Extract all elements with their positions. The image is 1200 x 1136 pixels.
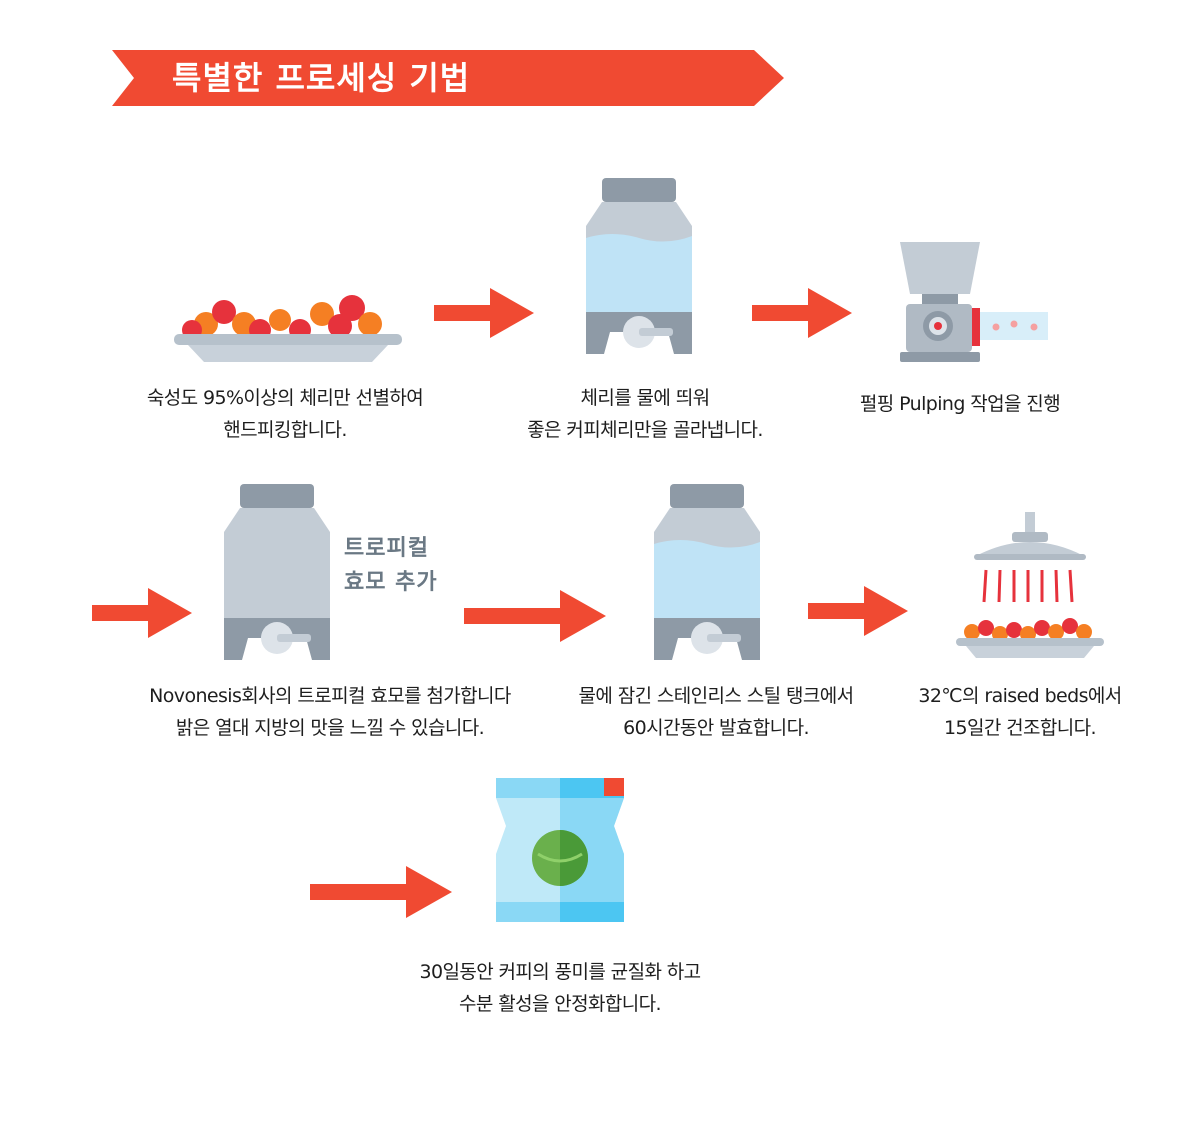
arrow-right-icon [92, 588, 192, 638]
step-2-caption: 체리를 물에 띄워 좋은 커피체리만을 골라냅니다. [480, 382, 810, 446]
step-1-caption: 숙성도 95%이상의 체리만 선별하여 핸드피킹합니다. [110, 382, 460, 446]
caption-line: 숙성도 95%이상의 체리만 선별하여 [146, 387, 424, 409]
drying-bed-icon [956, 512, 1104, 658]
caption-line: Novonesis회사의 트로피컬 효모를 첨가합니다 [149, 685, 511, 707]
caption-line: 펄핑 Pulping 작업을 진행 [859, 393, 1061, 415]
side-label-line: 효모 추가 [344, 570, 438, 595]
steel-tank-icon [654, 484, 760, 660]
empty-tank-icon [224, 484, 330, 660]
caption-line: 32℃의 raised beds에서 [918, 685, 1122, 707]
caption-line: 60시간동안 발효합니다. [623, 717, 809, 739]
arrow-right-icon [808, 586, 908, 636]
water-tank-icon [586, 178, 692, 354]
pulper-machine-icon [900, 242, 1048, 362]
caption-line: 체리를 물에 띄워 [580, 387, 710, 409]
cherry-tray-icon [174, 295, 402, 362]
caption-line: 30일동안 커피의 풍미를 균질화 하고 [419, 961, 701, 983]
coffee-bag-icon [496, 778, 624, 922]
step-5-caption: 물에 잠긴 스테인리스 스틸 탱크에서 60시간동안 발효합니다. [548, 680, 884, 744]
arrow-right-icon [310, 866, 452, 918]
side-label-line: 트로피컬 [344, 536, 429, 561]
step-6-caption: 32℃의 raised beds에서 15일간 건조합니다. [900, 680, 1140, 744]
yeast-added-label: 트로피컬 효모 추가 [344, 532, 438, 600]
arrow-right-icon [752, 288, 852, 338]
caption-line: 밝은 열대 지방의 맛을 느낄 수 있습니다. [175, 717, 485, 739]
step-4-caption: Novonesis회사의 트로피컬 효모를 첨가합니다 밝은 열대 지방의 맛을… [110, 680, 550, 744]
caption-line: 핸드피킹합니다. [223, 419, 347, 441]
arrow-right-icon [434, 288, 534, 338]
page-title: 특별한 프로세싱 기법 [172, 59, 471, 97]
banner-ribbon-shape [112, 50, 784, 106]
step-3-caption: 펄핑 Pulping 작업을 진행 [820, 388, 1100, 420]
caption-line: 물에 잠긴 스테인리스 스틸 탱크에서 [578, 685, 855, 707]
caption-line: 좋은 커피체리만을 골라냅니다. [527, 419, 763, 441]
arrow-right-icon [464, 590, 606, 642]
caption-line: 15일간 건조합니다. [943, 717, 1097, 739]
step-7-caption: 30일동안 커피의 풍미를 균질화 하고 수분 활성을 안정화합니다. [380, 956, 740, 1020]
title-banner: 특별한 프로세싱 기법 [112, 50, 784, 106]
caption-line: 수분 활성을 안정화합니다. [459, 993, 662, 1015]
